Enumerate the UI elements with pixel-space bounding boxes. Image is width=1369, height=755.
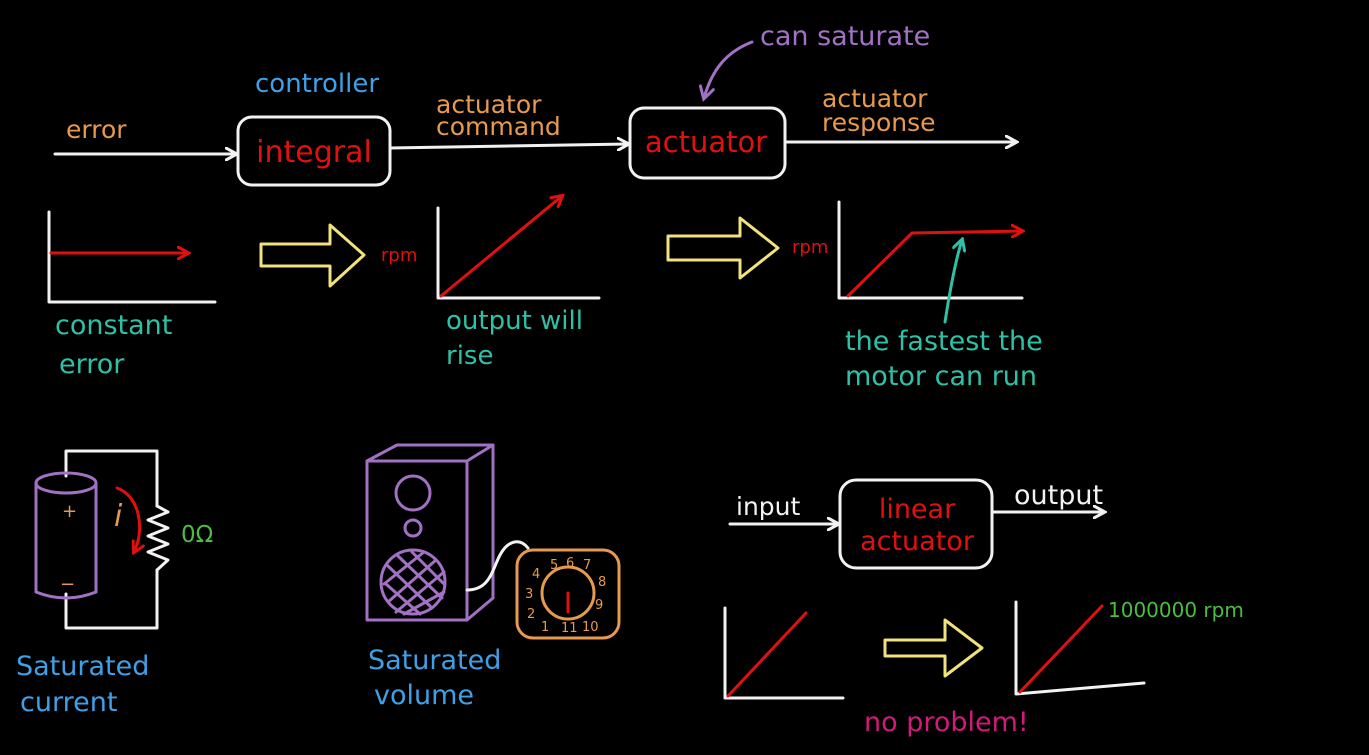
fastest-pointer	[943, 240, 962, 324]
battery-plus: +	[62, 501, 77, 522]
rise-caption-1: output will	[446, 306, 583, 336]
current-caption-1: Saturated	[16, 651, 149, 682]
fastest-caption-1: the fastest the	[845, 326, 1043, 357]
dial-numbers: 4 5 6 7 8 3 9 2 1 11 10	[525, 556, 606, 636]
dial-number: 4	[532, 567, 540, 582]
dial-number: 1	[541, 620, 549, 635]
error-label: error	[66, 115, 127, 144]
volume-knob	[540, 565, 596, 621]
rise-plot-axes	[436, 206, 601, 300]
dial-number: 10	[582, 620, 599, 635]
resistance-label: 0Ω	[181, 522, 213, 548]
controller-label: controller	[255, 69, 379, 99]
actuator-response-label-2: response	[822, 108, 936, 137]
fastest-caption-2: motor can run	[845, 361, 1037, 392]
sat-plot-ylabel: rpm	[792, 237, 828, 258]
dial-number: 11	[561, 621, 578, 636]
current-symbol: i	[114, 499, 123, 534]
actuator-command-label-2: command	[436, 112, 561, 141]
linear-block-label-2: actuator	[860, 526, 975, 557]
linear-input-plot-axes	[723, 606, 845, 700]
linear-block-label-1: linear	[879, 494, 956, 525]
constant-error-caption-2: error	[59, 349, 125, 380]
linear-actuator-block	[838, 478, 994, 570]
linear-output-line	[1018, 604, 1104, 694]
actuator-command-label-1: actuator	[436, 90, 542, 119]
dial-number: 9	[595, 598, 603, 613]
dial-number: 3	[525, 587, 533, 602]
rise-plot-ylabel: rpm	[381, 245, 417, 266]
can-saturate-annotation: can saturate	[760, 21, 930, 52]
volume-caption-2: volume	[374, 680, 474, 711]
integral-block-label: integral	[256, 135, 372, 170]
actuator-block-label: actuator	[645, 125, 767, 159]
yields-arrow-2	[666, 216, 780, 280]
circuit-wires	[64, 449, 159, 630]
dial-number: 7	[583, 558, 591, 573]
rise-caption-2: rise	[446, 341, 493, 371]
dial-number: 2	[527, 607, 535, 622]
linear-input-line	[726, 611, 808, 698]
linear-output-label: output	[1014, 480, 1103, 511]
yields-arrow-1	[259, 223, 366, 288]
speaker-cable	[465, 540, 530, 592]
saturated-output-line	[846, 231, 1022, 298]
dial-number: 6	[566, 556, 574, 571]
dial-number: 8	[598, 575, 606, 590]
volume-caption-1: Saturated	[368, 645, 501, 676]
dial-number: 5	[550, 558, 558, 573]
yields-arrow-3	[883, 618, 984, 678]
resistor-zigzag	[146, 504, 170, 572]
current-caption-2: current	[20, 687, 117, 718]
speed-label: 1000000 rpm	[1108, 598, 1244, 622]
actuator-response-label-1: actuator	[822, 84, 928, 113]
no-problem-caption: no problem!	[864, 707, 1029, 738]
constant-error-caption-1: constant	[55, 310, 172, 341]
can-saturate-pointer	[704, 40, 754, 98]
linear-output-plot-axes	[1014, 600, 1146, 696]
rising-output-line	[439, 196, 562, 298]
battery-minus: −	[60, 574, 75, 595]
error-plot-axes	[47, 210, 217, 304]
actuator-command-arrow	[388, 144, 628, 148]
speaker	[365, 443, 495, 622]
integral-block	[236, 115, 392, 187]
current-direction-arrow	[115, 486, 140, 552]
sat-plot-axes	[837, 200, 1024, 300]
volume-dial-body	[515, 548, 621, 640]
battery	[34, 471, 98, 600]
linear-input-label: input	[736, 492, 801, 521]
